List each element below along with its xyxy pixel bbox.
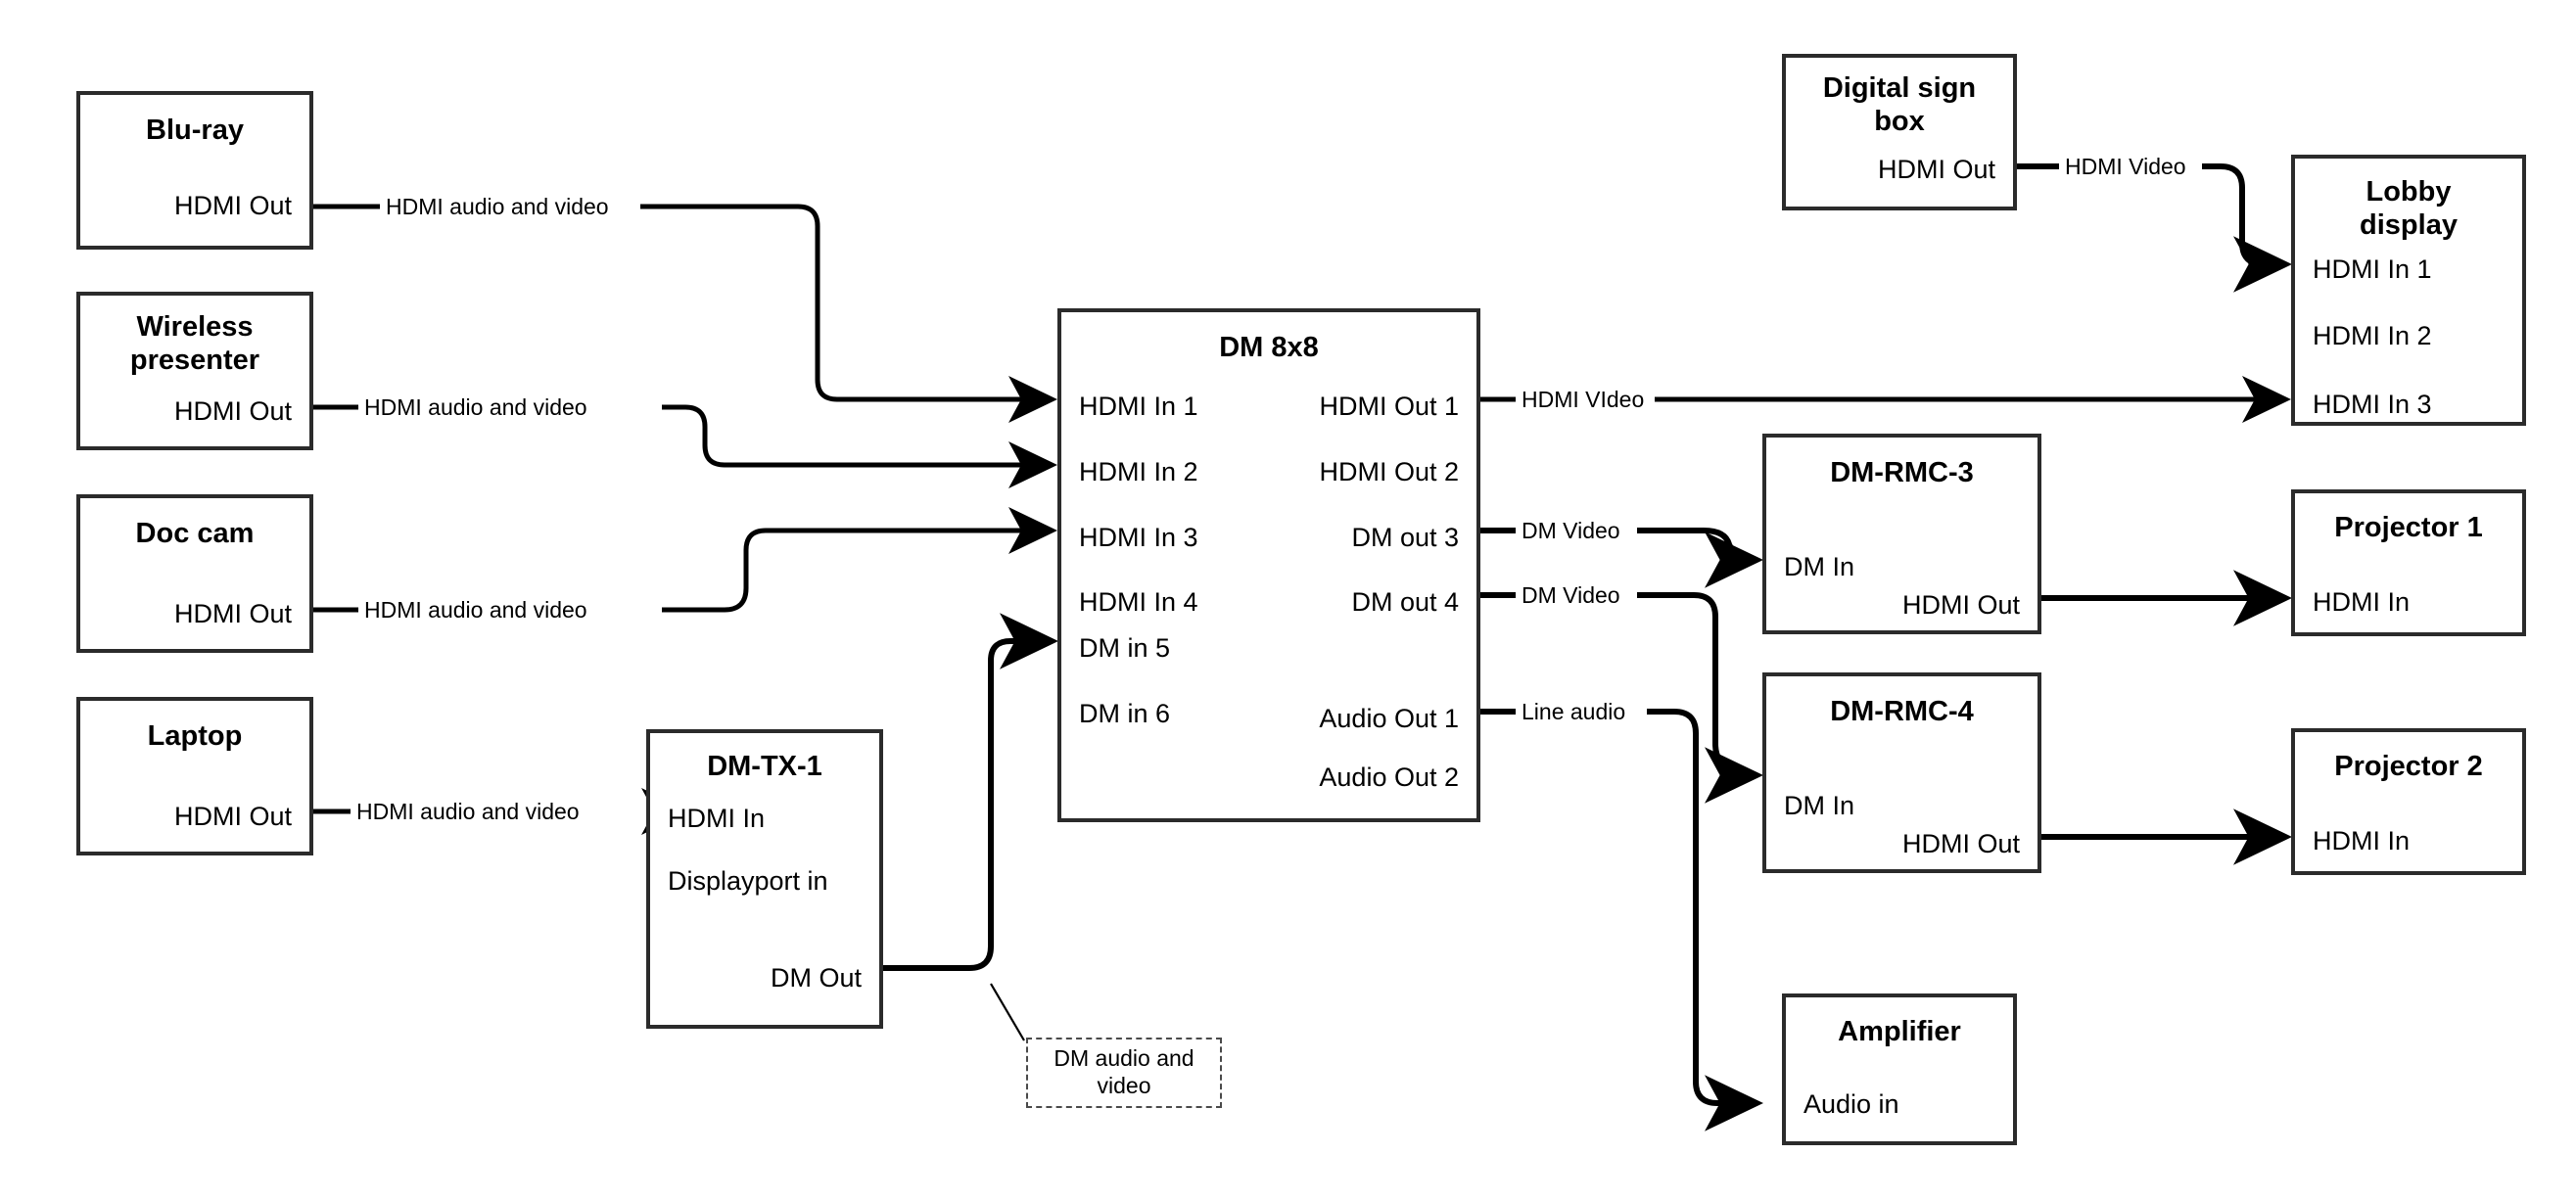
edge-label-dm8x8-out3-to-rmc3: DM Video [1516, 518, 1626, 544]
node-dm-8x8-port-hdmi-out-1: HDMI Out 1 [1319, 392, 1459, 421]
node-lobby-display-port-hdmi-in-1: HDMI In 1 [2313, 254, 2432, 284]
edge-label-doccam-to-dm8x8: HDMI audio and video [358, 597, 593, 624]
edge-label-laptop-to-dmtx1: HDMI audio and video [351, 799, 585, 825]
edge-label-signbox-to-lobby: HDMI Video [2059, 154, 2192, 180]
node-lobby-display-title-line2: display [2360, 209, 2458, 241]
wire-bluray-to-dm8x8 [313, 204, 1053, 399]
callout-dm-audio-and-video: DM audio and video [1026, 1038, 1222, 1108]
wire-dm8x8-out4-to-rmc4 [1480, 592, 1757, 775]
wire-wireless-to-dm8x8 [313, 404, 1053, 465]
node-dm-8x8[interactable]: DM 8x8 HDMI In 1 HDMI In 2 HDMI In 3 HDM… [1057, 308, 1480, 822]
node-dm-8x8-port-dm-in-5: DM in 5 [1079, 633, 1171, 663]
node-dm-rmc-4-title: DM-RMC-4 [1830, 696, 1974, 727]
node-dm-8x8-port-hdmi-in-4: HDMI In 4 [1079, 587, 1198, 617]
node-laptop-title: Laptop [147, 720, 243, 752]
node-dm-8x8-port-hdmi-in-2: HDMI In 2 [1079, 457, 1198, 486]
wire-dmtx1-to-dm8x8 [883, 613, 1058, 971]
node-amplifier-title: Amplifier [1838, 1016, 1961, 1047]
node-wireless-presenter[interactable]: Wireless presenter HDMI Out [76, 292, 313, 450]
node-dm-rmc-3-port-hdmi-out: HDMI Out [1901, 590, 2020, 620]
node-dm-8x8-port-dm-in-6: DM in 6 [1079, 699, 1171, 728]
node-dm-tx-1-title: DM-TX-1 [707, 751, 822, 782]
node-digital-sign-box-title-line1: Digital sign [1822, 72, 1977, 104]
node-projector-1-port-hdmi-in: HDMI In [2313, 587, 2411, 617]
node-digital-sign-box-title-line2: box [1874, 106, 1925, 137]
node-lobby-display[interactable]: Lobby display HDMI In 1 HDMI In 2 HDMI I… [2291, 155, 2526, 426]
edge-label-wireless-to-dm8x8: HDMI audio and video [358, 394, 593, 421]
wire-dm8x8-out3-to-rmc3 [1480, 531, 1757, 560]
node-dm-8x8-port-audio-out-2: Audio Out 2 [1319, 762, 1459, 792]
node-lobby-display-port-hdmi-in-3: HDMI In 3 [2313, 390, 2432, 419]
node-dm-8x8-port-hdmi-in-3: HDMI In 3 [1079, 523, 1198, 552]
wire-signbox-to-lobby [2017, 163, 2286, 264]
edge-label-bluray-to-dm8x8: HDMI audio and video [380, 194, 615, 220]
node-dm-rmc-4[interactable]: DM-RMC-4 DM In HDMI Out [1762, 672, 2041, 873]
wire-dm8x8-audio1-to-amp [1480, 709, 1757, 1103]
edge-label-dm8x8-out1-to-lobby: HDMI VIdeo [1516, 387, 1651, 413]
node-wireless-presenter-title-line2: presenter [129, 345, 260, 376]
node-lobby-display-port-hdmi-in-2: HDMI In 2 [2313, 321, 2432, 350]
node-laptop-port-hdmi-out: HDMI Out [173, 802, 292, 831]
node-dm-rmc-3[interactable]: DM-RMC-3 DM In HDMI Out [1762, 434, 2041, 634]
node-dm-8x8-title: DM 8x8 [1219, 332, 1319, 363]
node-projector-2[interactable]: Projector 2 HDMI In [2291, 728, 2526, 875]
node-dm-8x8-port-hdmi-in-1: HDMI In 1 [1079, 392, 1198, 421]
node-dm-tx-1-port-hdmi-in: HDMI In [668, 804, 766, 833]
node-bluray[interactable]: Blu-ray HDMI Out [76, 91, 313, 250]
node-dm-8x8-port-hdmi-out-2: HDMI Out 2 [1319, 457, 1459, 486]
node-laptop[interactable]: Laptop HDMI Out [76, 697, 313, 855]
node-doc-cam-port-hdmi-out: HDMI Out [173, 599, 292, 628]
node-doc-cam-title: Doc cam [135, 518, 255, 549]
node-dm-8x8-port-audio-out-1: Audio Out 1 [1319, 704, 1459, 733]
node-dm-rmc-4-port-hdmi-out: HDMI Out [1901, 829, 2020, 858]
node-lobby-display-title-line1: Lobby [2365, 176, 2452, 208]
node-amplifier[interactable]: Amplifier Audio in [1782, 993, 2017, 1145]
node-dm-tx-1-port-dm-out: DM Out [770, 963, 862, 993]
node-projector-1-title: Projector 1 [2334, 512, 2483, 543]
node-dm-tx-1[interactable]: DM-TX-1 HDMI In Displayport in DM Out [646, 729, 883, 1029]
node-wireless-presenter-port-hdmi-out: HDMI Out [173, 396, 292, 426]
node-bluray-title: Blu-ray [146, 115, 244, 146]
node-dm-rmc-3-title: DM-RMC-3 [1830, 457, 1974, 488]
wire-doccam-to-dm8x8 [313, 531, 1053, 613]
edge-label-dm8x8-out4-to-rmc4: DM Video [1516, 582, 1626, 609]
node-doc-cam[interactable]: Doc cam HDMI Out [76, 494, 313, 653]
node-digital-sign-box[interactable]: Digital sign box HDMI Out [1782, 54, 2017, 210]
node-bluray-port-hdmi-out: HDMI Out [173, 191, 292, 220]
node-dm-tx-1-port-displayport-in: Displayport in [668, 866, 828, 896]
node-dm-rmc-4-port-dm-in: DM In [1784, 791, 1855, 820]
node-dm-rmc-3-port-dm-in: DM In [1784, 552, 1855, 581]
node-amplifier-port-audio-in: Audio in [1803, 1089, 1899, 1119]
node-dm-8x8-port-dm-out-4: DM out 4 [1351, 587, 1459, 617]
node-projector-2-title: Projector 2 [2334, 751, 2483, 782]
node-wireless-presenter-title-line1: Wireless [136, 311, 254, 343]
node-dm-8x8-port-dm-out-3: DM out 3 [1351, 523, 1459, 552]
edge-label-dm8x8-audio1-to-amp: Line audio [1516, 699, 1632, 725]
node-projector-2-port-hdmi-in: HDMI In [2313, 826, 2411, 855]
node-digital-sign-box-port-hdmi-out: HDMI Out [1877, 155, 1995, 184]
callout-leader-line [990, 983, 1025, 1041]
node-projector-1[interactable]: Projector 1 HDMI In [2291, 489, 2526, 636]
